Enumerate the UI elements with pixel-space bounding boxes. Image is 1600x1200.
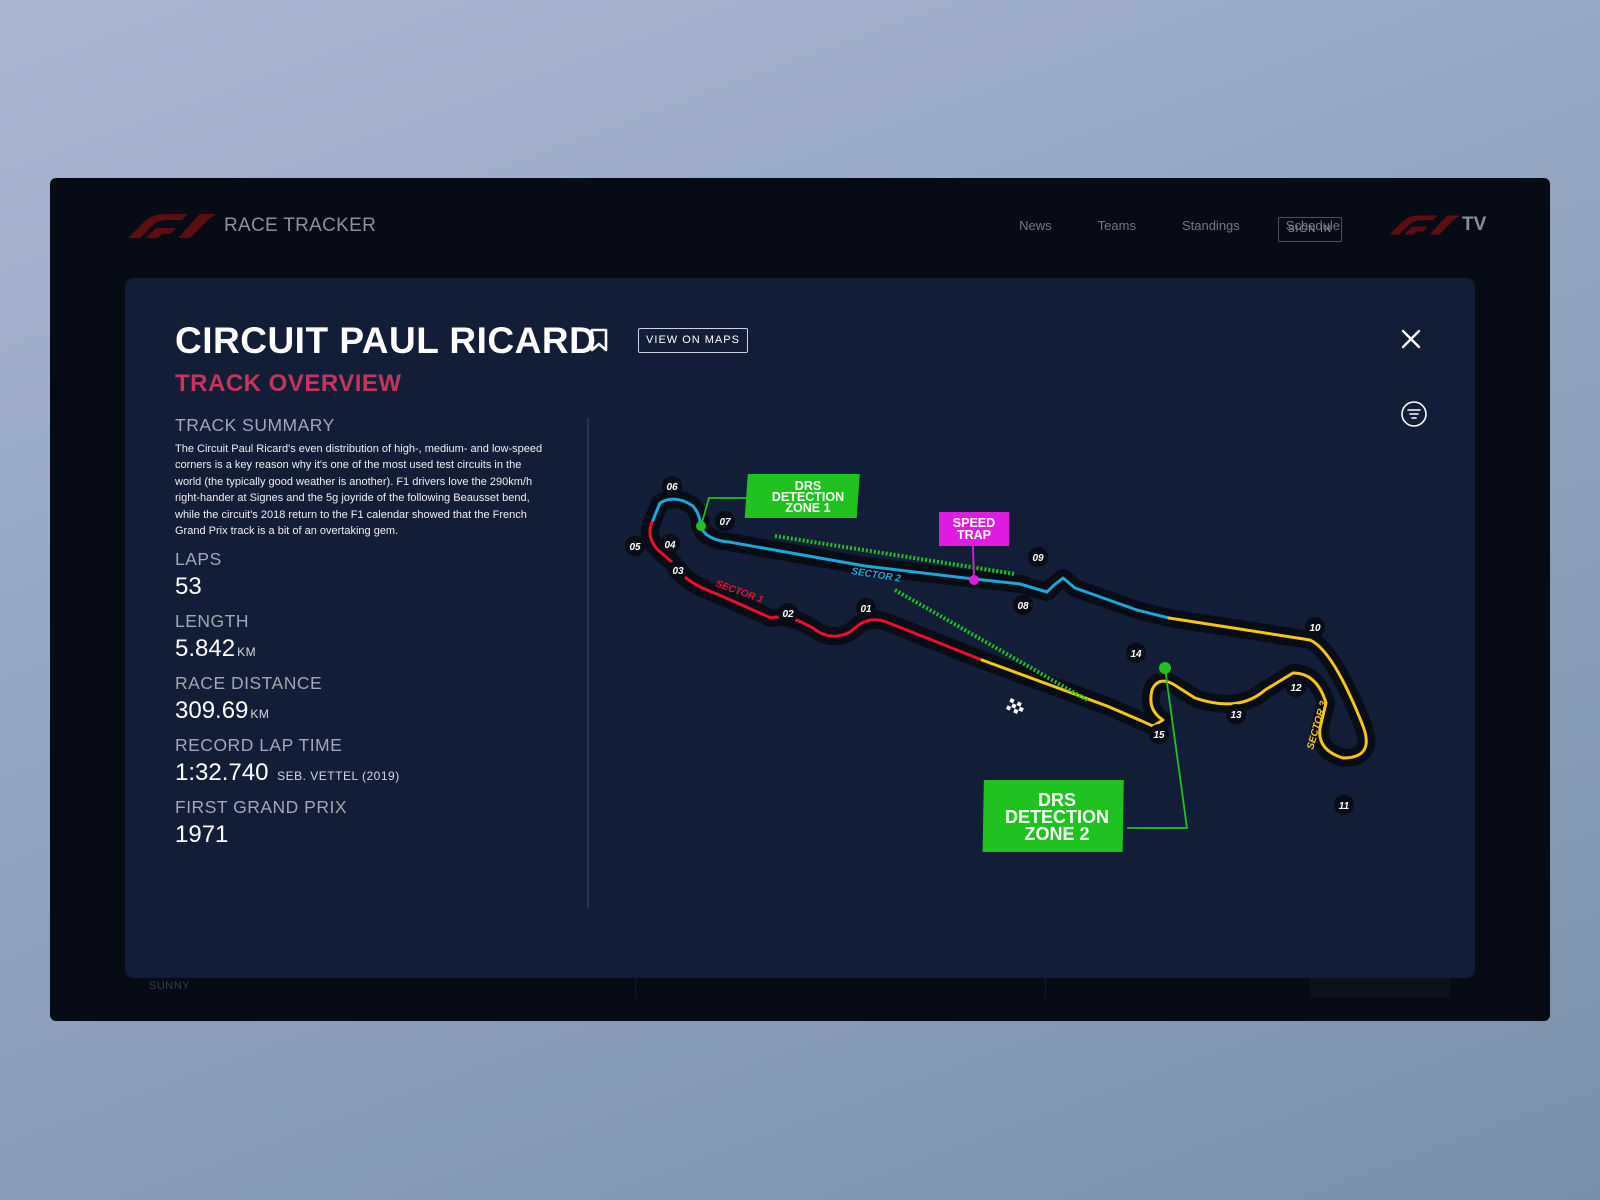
- corner-marker: 08: [1013, 595, 1033, 615]
- drs-zone-2-line-1: DRS: [1038, 790, 1076, 810]
- svg-text:03: 03: [672, 566, 684, 577]
- corner-marker: 06: [662, 476, 682, 496]
- svg-text:04: 04: [664, 540, 676, 551]
- drs-zone-2-line-3: ZONE 2: [1024, 824, 1089, 844]
- svg-text:13: 13: [1230, 710, 1242, 721]
- summary-text: The Circuit Paul Ricard's even distribut…: [175, 443, 543, 538]
- summary-label: TRACK SUMMARY: [175, 415, 335, 435]
- weather-label: SUNNY: [149, 980, 191, 992]
- brand[interactable]: RACE TRACKER: [126, 214, 376, 238]
- main-nav: News Teams Standings Schedule: [1019, 218, 1340, 233]
- drs-zone-1-line-3: ZONE 1: [785, 501, 830, 515]
- brand-title: RACE TRACKER: [224, 215, 377, 236]
- record-lap-stat: RECORD LAP TIME 1:32.740 SEB. VETTEL (20…: [175, 735, 550, 787]
- corner-marker: 05: [625, 536, 645, 556]
- corner-marker: 02: [778, 603, 798, 623]
- app-window: RACE TRACKER News Teams Standings Schedu…: [50, 178, 1550, 1021]
- corner-marker: 10: [1305, 617, 1325, 637]
- corner-marker: 11: [1334, 795, 1354, 815]
- record-lap-value: 1:32.740: [175, 759, 269, 787]
- track-overview-modal: CIRCUIT PAUL RICARD VIEW ON MAPS TRACK O…: [125, 278, 1475, 978]
- circuit-title: CIRCUIT PAUL RICARD: [175, 320, 597, 361]
- divider: [635, 968, 636, 998]
- nav-link-standings[interactable]: Standings: [1181, 218, 1240, 233]
- length-label: LENGTH: [175, 611, 249, 632]
- svg-text:15: 15: [1153, 730, 1165, 741]
- first-grand-prix-stat: FIRST GRAND PRIX 1971: [175, 797, 550, 849]
- sector-2-line: [698, 523, 1171, 620]
- svg-text:10: 10: [1309, 623, 1321, 634]
- corner-marker: 15: [1149, 724, 1169, 744]
- sector-3-line: [980, 616, 1368, 760]
- corner-marker: 01: [856, 598, 876, 618]
- svg-text:07: 07: [719, 517, 731, 528]
- first-grand-prix-value: 1971: [175, 821, 229, 849]
- svg-text:12: 12: [1290, 683, 1302, 694]
- record-lap-holder: SEB. VETTEL (2019): [277, 769, 400, 784]
- length-unit: KM: [237, 645, 257, 660]
- race-distance-unit: KM: [250, 707, 270, 722]
- nav-link-schedule[interactable]: Schedule: [1285, 218, 1340, 233]
- close-icon[interactable]: [1401, 329, 1421, 349]
- svg-text:11: 11: [1339, 801, 1350, 812]
- f1-logo-icon: [128, 214, 216, 238]
- track-map[interactable]: SECTOR 1 SECTOR 2 SECTOR 3 DRS DETECTION…: [605, 428, 1425, 898]
- corner-marker: 04: [660, 534, 680, 554]
- drs-zone-2[interactable]: DRS DETECTION ZONE 2: [982, 662, 1189, 852]
- corner-marker: 09: [1028, 547, 1048, 567]
- filter-icon[interactable]: [1400, 400, 1428, 428]
- corner-marker: 07: [715, 511, 735, 531]
- corner-marker: 03: [668, 560, 688, 580]
- record-lap-label: RECORD LAP TIME: [175, 735, 343, 756]
- race-distance-value: 309.69: [175, 697, 249, 725]
- speed-trap[interactable]: SPEED TRAP: [939, 512, 1009, 585]
- track-overview-heading: TRACK OVERVIEW: [175, 370, 402, 397]
- start-finish-flag-icon: [1005, 698, 1024, 714]
- sign-in-button[interactable]: SIGN IN: [1278, 217, 1342, 242]
- drs-zone-1-straight: [774, 534, 1016, 576]
- drs-zone-1[interactable]: DRS DETECTION ZONE 1: [696, 474, 860, 531]
- bookmark-icon[interactable]: [589, 328, 609, 352]
- view-on-maps-button[interactable]: VIEW ON MAPS: [638, 328, 748, 353]
- top-navigation-bar: RACE TRACKER News Teams Standings Schedu…: [50, 178, 1550, 278]
- speed-trap-line-1: SPEED: [953, 516, 995, 530]
- svg-text:09: 09: [1032, 553, 1044, 564]
- corner-markers: 01 02 03 04 05 06 07 08 09 10 11 12 13 1…: [625, 476, 1354, 815]
- drs-zone-2-straight: [894, 588, 1088, 702]
- speed-trap-line-2: TRAP: [957, 528, 991, 542]
- corner-marker: 12: [1286, 677, 1306, 697]
- drs-zone-1-line-2: DETECTION: [772, 490, 844, 504]
- f1-tv-logo-icon: [1389, 215, 1460, 235]
- corner-marker: 13: [1226, 704, 1246, 724]
- length-value: 5.842: [175, 635, 236, 663]
- svg-text:14: 14: [1130, 649, 1142, 660]
- first-grand-prix-label: FIRST GRAND PRIX: [175, 797, 348, 818]
- drs-zone-1-line-1: DRS: [795, 479, 821, 493]
- track-stats: TRACK SUMMARY The Circuit Paul Ricard's …: [175, 415, 550, 849]
- laps-stat: LAPS 53: [175, 549, 550, 601]
- divider: [1045, 968, 1046, 998]
- tv-label: TV: [1462, 214, 1487, 235]
- svg-text:08: 08: [1017, 601, 1029, 612]
- svg-text:01: 01: [860, 604, 872, 615]
- svg-text:05: 05: [629, 542, 641, 553]
- laps-value: 53: [175, 573, 202, 601]
- nav-link-news[interactable]: News: [1019, 218, 1052, 233]
- f1-tv-link[interactable]: TV: [1388, 214, 1486, 236]
- svg-text:02: 02: [782, 609, 794, 620]
- race-distance-label: RACE DISTANCE: [175, 673, 323, 694]
- nav-link-teams[interactable]: Teams: [1097, 218, 1136, 233]
- laps-label: LAPS: [175, 549, 222, 570]
- corner-marker: 14: [1126, 643, 1146, 663]
- drs-zone-2-line-2: DETECTION: [1005, 807, 1109, 827]
- svg-text:06: 06: [666, 482, 678, 493]
- summary-section: TRACK SUMMARY The Circuit Paul Ricard's …: [175, 415, 550, 539]
- column-divider: [587, 418, 589, 908]
